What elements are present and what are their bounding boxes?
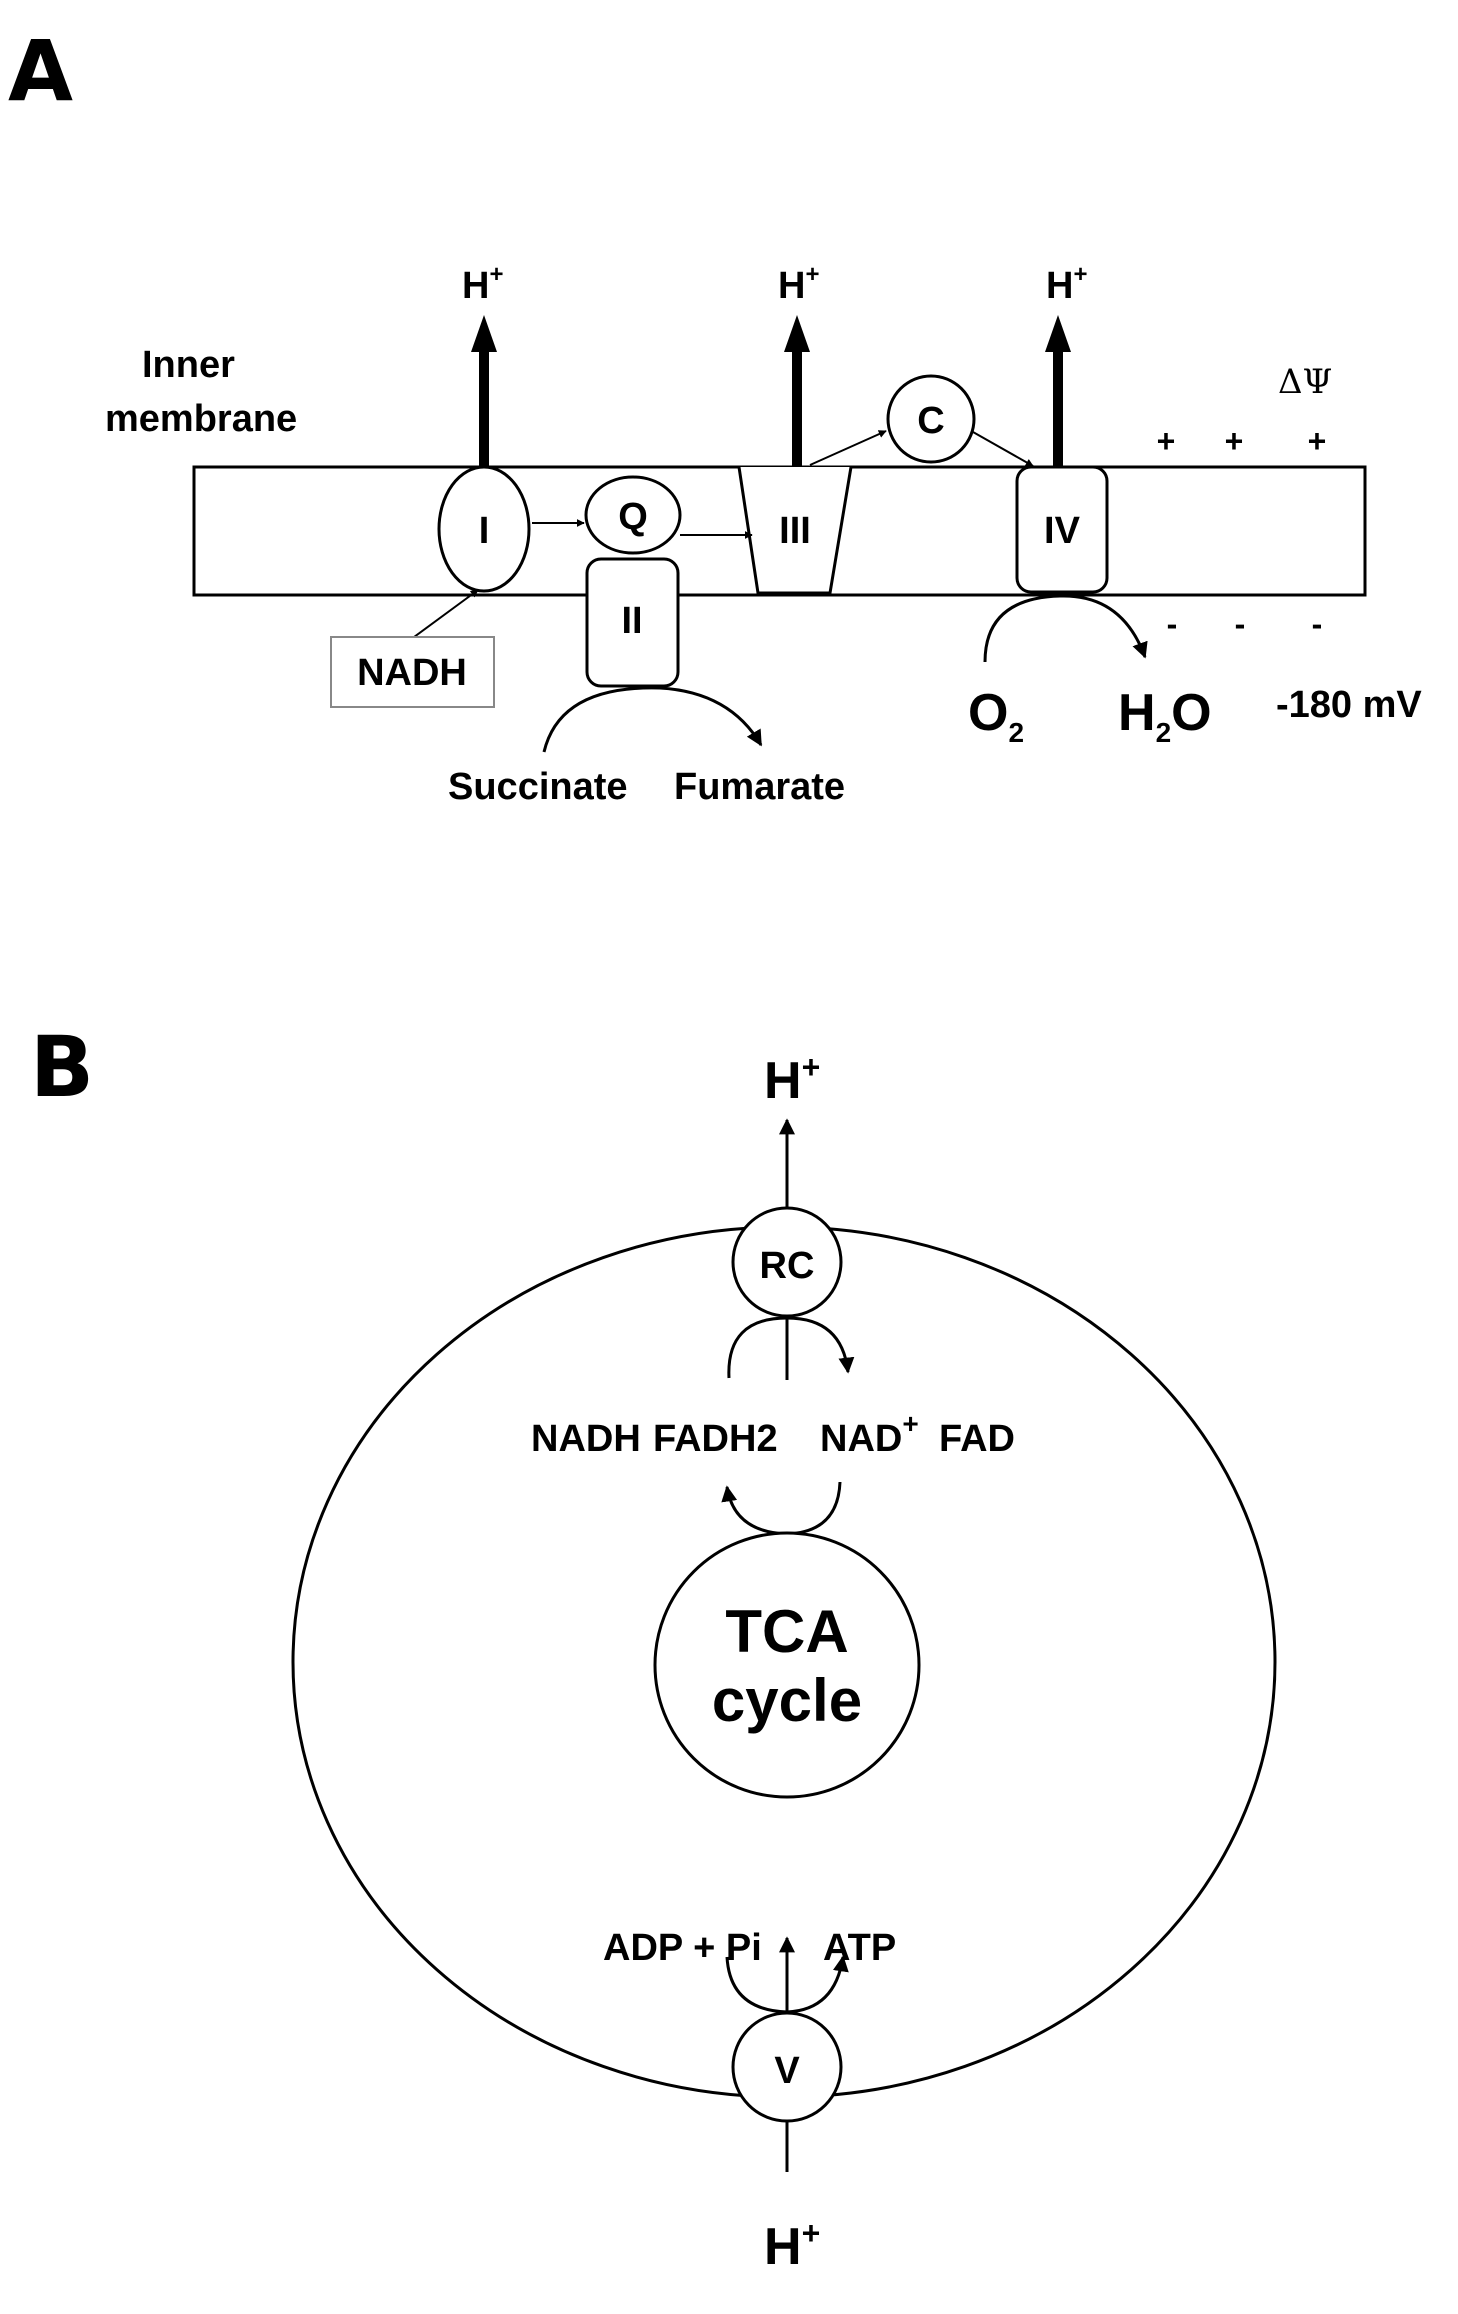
panel-a: A Inner membrane H+ H+ H+ I II Q — [8, 22, 1422, 808]
proton-pump-arrow-complex-iv — [1045, 315, 1071, 467]
proton-label-complex-iii: H+ — [778, 261, 819, 307]
proton-pump-arrow-complex-iii — [784, 315, 810, 467]
complex-iv — [1015, 465, 1109, 594]
respiratory-chain-label: RC — [760, 1245, 815, 1287]
nadh-box — [330, 636, 495, 708]
negative-sign-3: - — [1312, 606, 1323, 642]
tca-cycle-label-line1: TCA — [725, 1598, 848, 1665]
nad-plus-label: NAD+ — [820, 1408, 919, 1460]
atp-synthase-label: V — [774, 2050, 800, 2092]
fumarate-label: Fumarate — [674, 766, 845, 808]
complex-ii — [585, 557, 680, 688]
panel-a-letter: A — [8, 22, 73, 120]
complex-iii — [737, 466, 853, 595]
ubiquinone-q-label: Q — [618, 496, 648, 538]
panel-b: B H+ RC NADH FADH2 NAD+ FAD TCA cycle AD… — [30, 1018, 1277, 2276]
adp-pi-label: ADP + Pi — [603, 1927, 762, 1969]
cytochrome-c — [886, 374, 976, 464]
ubiquinone-q — [584, 475, 682, 555]
proton-pump-arrow-complex-i — [471, 315, 497, 467]
delta-psi-label: ΔΨ — [1278, 362, 1332, 402]
tca-cycle — [653, 1531, 921, 1799]
negative-sign-2: - — [1235, 606, 1246, 642]
nadh-oxidation-arrow — [727, 1316, 855, 1379]
proton-label-complex-i: H+ — [462, 261, 503, 307]
oxygen-label: O2 — [968, 684, 1024, 748]
complex-i — [437, 465, 531, 593]
panel-b-letter: B — [30, 1018, 94, 1116]
electron-arrow-iii-to-c — [809, 430, 887, 466]
succinate-fumarate-arrow — [542, 686, 763, 753]
membrane-potential-label: -180 mV — [1276, 684, 1422, 726]
inner-membrane-label-line1: Inner — [142, 344, 235, 386]
negative-sign-1: - — [1167, 606, 1178, 642]
fad-label: FAD — [939, 1418, 1015, 1460]
positive-sign-2: + — [1225, 423, 1244, 459]
positive-sign-3: + — [1308, 423, 1327, 459]
proton-label-top: H+ — [764, 1049, 820, 1110]
atp-label: ATP — [823, 1927, 896, 1969]
electron-arrow-c-to-iv — [972, 431, 1034, 467]
water-label: H2O — [1118, 684, 1212, 748]
nadh-label-b: NADH — [531, 1418, 641, 1460]
proton-label-bottom: H+ — [764, 2215, 820, 2276]
complex-i-label: I — [479, 510, 490, 552]
complex-iii-label: III — [779, 510, 811, 552]
succinate-label: Succinate — [448, 766, 628, 808]
nadh-label: NADH — [357, 652, 467, 694]
cytochrome-c-label: C — [917, 400, 944, 442]
fadh2-label: FADH2 — [653, 1418, 778, 1460]
complex-iv-label: IV — [1044, 510, 1081, 552]
tca-cycle-label-line2: cycle — [712, 1667, 862, 1734]
positive-sign-1: + — [1157, 423, 1176, 459]
complex-ii-label: II — [621, 600, 642, 642]
inner-membrane-label-line2: membrane — [105, 398, 297, 440]
electron-arrow-nadh-to-i — [409, 589, 479, 641]
proton-label-complex-iv: H+ — [1046, 261, 1087, 307]
oxygen-water-arrow — [983, 594, 1148, 663]
